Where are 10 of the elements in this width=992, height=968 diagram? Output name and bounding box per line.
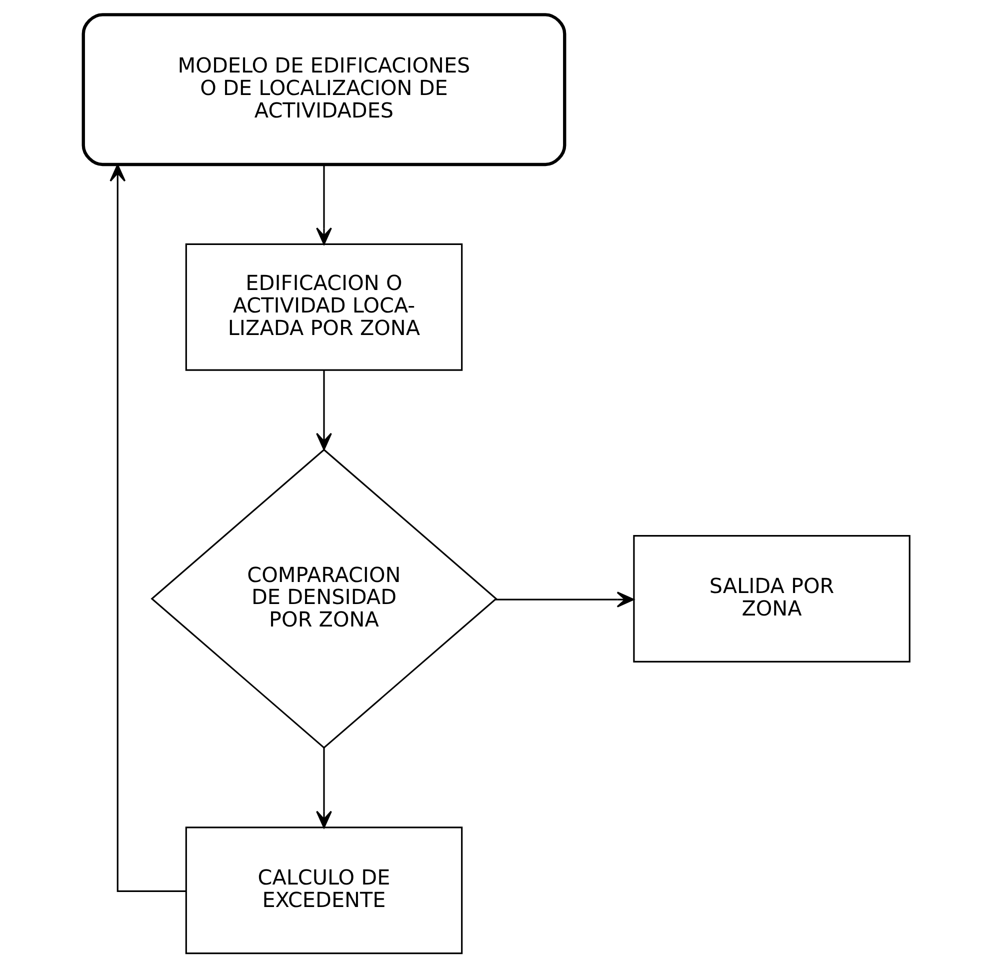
node-box: EDIFICACION O ACTIVIDAD LOCA- LIZADA POR ZONA bbox=[184, 243, 462, 371]
arrow bbox=[316, 748, 332, 828]
node-box: MODELO DE EDIFICACIONES O DE LOCALIZACION DE ACTIVIDADES bbox=[81, 13, 566, 166]
node-box: SALIDA POR ZONA bbox=[632, 535, 910, 662]
arrow bbox=[316, 165, 332, 245]
arrow bbox=[109, 164, 186, 892]
arrow bbox=[494, 592, 634, 608]
arrow bbox=[316, 370, 332, 450]
node-diamond: COMPARACION DE DENSIDAD POR ZONA bbox=[150, 448, 497, 749]
node-box: CALCULO DE EXCEDENTE bbox=[184, 826, 462, 954]
